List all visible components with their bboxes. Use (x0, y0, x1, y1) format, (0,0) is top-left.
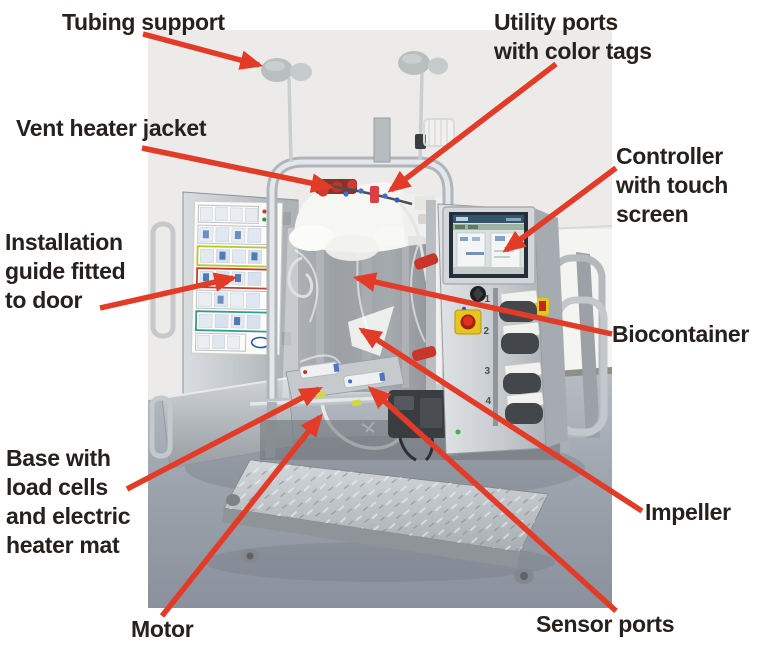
inner-post (426, 200, 436, 420)
pump-number-2: 2 (483, 326, 489, 337)
support-frame (249, 117, 473, 459)
arrow-vent-heater-jacket (141, 145, 335, 193)
label-controller: Controller with touch screen (616, 143, 728, 227)
pump-number-4: 4 (485, 396, 491, 407)
label-base: Base with load cells and electric heater… (6, 445, 131, 558)
poster-row-1 (197, 204, 273, 226)
poster-row-6 (194, 310, 274, 333)
red-clamp-lever-top (414, 253, 439, 270)
installation-guide-poster (190, 200, 284, 356)
controller-tower: 1 2 3 4 (437, 203, 568, 455)
frame-bracket (373, 117, 391, 163)
tubing-support-left (261, 58, 312, 163)
door-hinge-bottom (282, 332, 291, 345)
arrow-tubing-support (142, 31, 264, 70)
arrow-base (125, 386, 323, 492)
emergency-stop-button[interactable] (454, 309, 482, 335)
poster-row-7 (194, 332, 271, 352)
label-vent-heater-jacket: Vent heater jacket (16, 115, 207, 141)
door-hinge-top (282, 212, 291, 225)
caster-rear (226, 494, 240, 506)
yellow-tag-2 (351, 399, 362, 407)
arrow-impeller (358, 327, 644, 514)
red-clamp-lever-bottom (412, 345, 437, 362)
red-color-tag (370, 186, 379, 203)
poster-row-3 (196, 245, 275, 268)
pump-number-3: 3 (484, 366, 490, 377)
poster-row-2 (197, 224, 275, 246)
arrow-controller (502, 165, 618, 253)
arrow-utility-ports (387, 61, 558, 193)
pump-head-2[interactable] (501, 333, 539, 354)
label-impeller: Impeller (645, 499, 731, 525)
pump-head-4[interactable] (505, 403, 543, 424)
tower-side (534, 208, 568, 448)
motor-cables (398, 437, 434, 462)
wire-basket (423, 118, 455, 147)
side-clamp-red (539, 301, 546, 311)
label-sensor-ports: Sensor ports (536, 611, 675, 637)
door-handle (150, 221, 176, 339)
lower-door-handle (149, 395, 173, 459)
pump-number-1: 1 (484, 294, 490, 305)
pump-head-3[interactable] (503, 373, 541, 394)
step-platform (222, 459, 549, 584)
label-motor: Motor (131, 616, 194, 642)
label-utility-ports: Utility ports with color tags (494, 9, 652, 64)
touch-screen[interactable] (442, 206, 536, 285)
poster-row-5 (195, 289, 274, 311)
arrow-biocontainer (352, 272, 613, 337)
green-led (455, 429, 461, 435)
label-tubing-support: Tubing support (62, 9, 225, 35)
label-biocontainer: Biocontainer (612, 321, 749, 347)
arrow-motor (159, 413, 323, 618)
label-installation-guide: Installation guide fitted to door (5, 229, 126, 313)
arrow-sensor-ports (367, 386, 618, 614)
tubing-support-right (398, 51, 448, 161)
arrow-installation-guide (99, 272, 238, 311)
door-edge (280, 200, 298, 396)
annotation-arrows (99, 31, 644, 618)
